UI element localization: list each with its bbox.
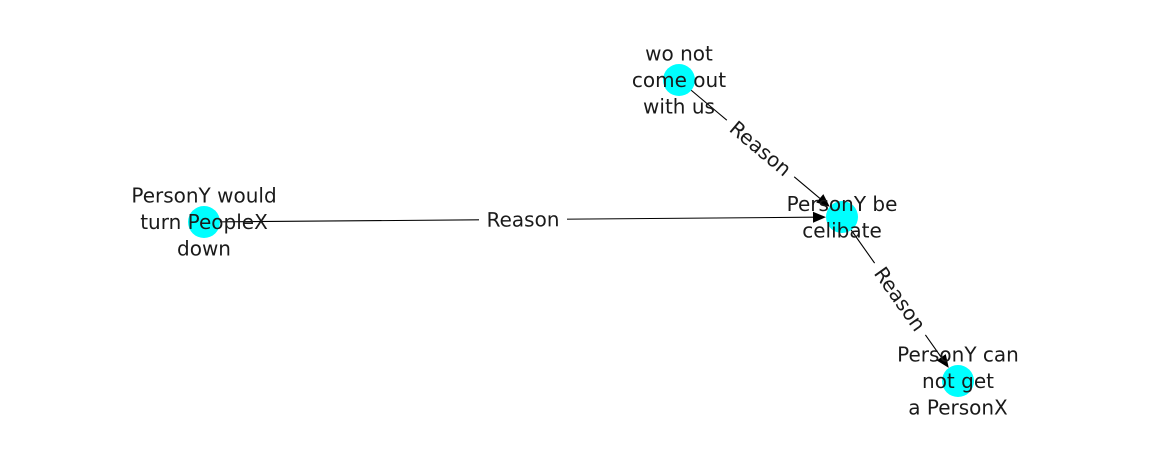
node-label-line: celibate <box>802 218 882 242</box>
node-label-line: come out <box>632 68 726 92</box>
node-label-line: PersonY can <box>897 343 1019 367</box>
edge-label: Reason <box>869 262 931 335</box>
arrowhead-icon <box>816 194 830 207</box>
edge-label-background <box>863 255 937 343</box>
edge-label-background <box>718 110 803 187</box>
edge-label: Reason <box>725 116 796 181</box>
arrowhead-icon <box>936 354 949 368</box>
edge-label-group: Reason <box>718 110 803 187</box>
nodes-layer <box>188 64 974 397</box>
edge-label: Reason <box>486 207 559 232</box>
node-label-line: wo not <box>645 42 713 66</box>
edge-label-group: Reason <box>863 255 937 343</box>
node-n_turn <box>188 206 220 238</box>
node-label-line: not get <box>922 369 994 393</box>
edge-label-background <box>478 206 568 233</box>
arrowhead-icon <box>812 211 827 223</box>
node-label-line: PersonY would <box>131 184 276 208</box>
node-label-line: turn PeopleX <box>140 210 268 234</box>
node-label-line: a PersonX <box>908 396 1008 420</box>
node-n_wo <box>663 64 695 96</box>
node-label-line: PersonY be <box>787 192 898 216</box>
node-label-line: down <box>177 237 231 261</box>
node-label-line: with us <box>643 95 715 119</box>
node-n_cannot <box>942 365 974 397</box>
node-n_celib <box>826 201 858 233</box>
edge-label-group: Reason <box>478 206 568 233</box>
